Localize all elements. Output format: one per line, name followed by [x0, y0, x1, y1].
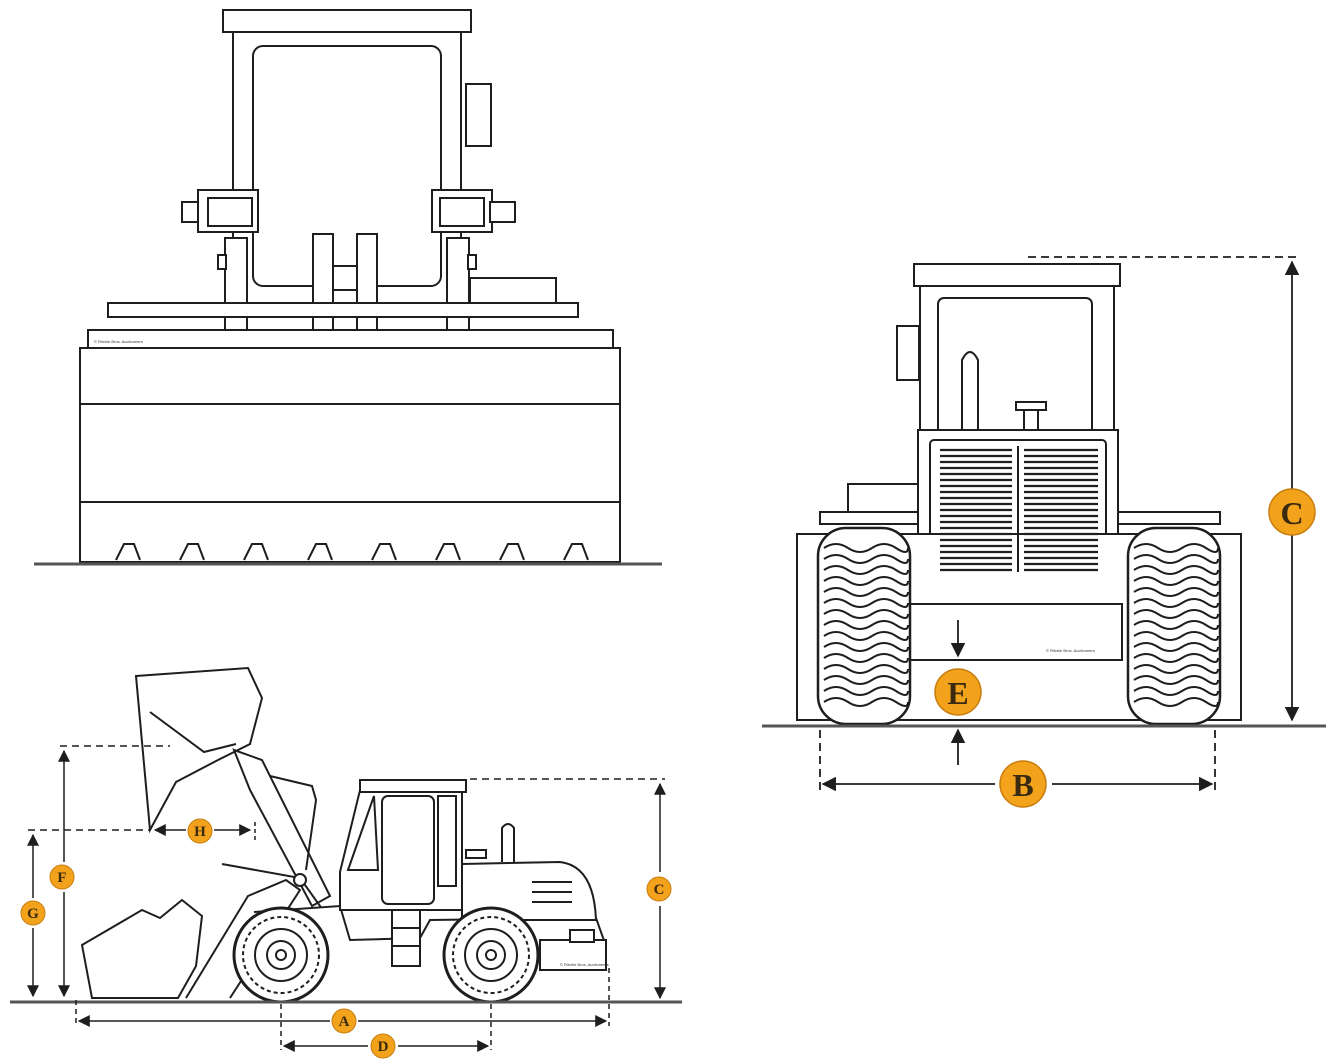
- badge-side-g: G: [20, 900, 46, 926]
- svg-text:A: A: [339, 1014, 350, 1030]
- side-dim-h: [153, 822, 256, 840]
- rear-dim-c: [1028, 256, 1300, 722]
- front-view: [79, 9, 621, 563]
- side-dim-a: [75, 968, 610, 1027]
- tire-tread: [1133, 642, 1219, 652]
- side-rear-wheel: [442, 906, 540, 1004]
- svg-text:G: G: [27, 906, 39, 922]
- side-watermark: © Ritchie Bros. Auctioneers: [560, 962, 609, 967]
- svg-text:H: H: [194, 824, 206, 840]
- tire-tread: [1133, 554, 1219, 564]
- tire-tread: [1133, 609, 1219, 619]
- tire-tread: [823, 587, 909, 597]
- front-right-light: [431, 189, 516, 233]
- tire-tread: [823, 675, 909, 685]
- front-watermark: © Ritchie Bros. Auctioneers: [94, 339, 143, 344]
- tire-tread: [1133, 543, 1219, 553]
- svg-text:C: C: [1280, 495, 1303, 531]
- tire-tread: [1133, 664, 1219, 674]
- side-dim-c: [470, 778, 666, 1000]
- tire-tread: [1133, 653, 1219, 663]
- tire-tread: [1133, 686, 1219, 696]
- tire-tread: [1133, 576, 1219, 586]
- tire-tread: [823, 642, 909, 652]
- tire-tread: [823, 686, 909, 696]
- rear-dim-b: [819, 730, 1216, 795]
- tire-tread: [823, 609, 909, 619]
- tire-tread: [1133, 587, 1219, 597]
- tire-tread: [823, 598, 909, 608]
- side-dim-d: [280, 1004, 492, 1052]
- tire-tread: [823, 565, 909, 575]
- tire-tread: [1133, 631, 1219, 641]
- badge-rear-c: C: [1268, 488, 1316, 536]
- badge-rear-b: B: [999, 760, 1047, 808]
- tire-tread: [1133, 565, 1219, 575]
- rear-grille-slats: [940, 448, 1098, 572]
- badge-side-c: C: [646, 876, 672, 902]
- tire-tread: [823, 620, 909, 630]
- side-front-wheel: [232, 906, 330, 1004]
- tire-tread: [1133, 620, 1219, 630]
- bucket-teeth: [115, 543, 589, 561]
- front-left-light: [181, 189, 259, 233]
- badge-side-h: H: [187, 818, 213, 844]
- tire-tread: [1133, 598, 1219, 608]
- rear-left-tire: [816, 526, 912, 726]
- tire-tread: [823, 576, 909, 586]
- tire-tread: [823, 631, 909, 641]
- svg-text:D: D: [378, 1039, 389, 1055]
- side-dim-g: [27, 829, 150, 998]
- tire-tread: [823, 543, 909, 553]
- svg-text:F: F: [57, 870, 66, 886]
- tire-tread: [823, 664, 909, 674]
- tire-tread: [1133, 697, 1219, 707]
- side-dim-f: [58, 745, 170, 998]
- tire-tread: [1133, 675, 1219, 685]
- rear-right-tire: [1126, 526, 1222, 726]
- badge-rear-e: E: [934, 668, 982, 716]
- svg-text:E: E: [947, 675, 968, 711]
- tire-tread: [823, 697, 909, 707]
- tire-tread: [823, 554, 909, 564]
- svg-text:B: B: [1012, 767, 1033, 803]
- badge-side-d: D: [370, 1033, 396, 1059]
- rear-watermark: © Ritchie Bros. Auctioneers: [1046, 648, 1095, 653]
- svg-text:C: C: [654, 882, 665, 898]
- tire-tread: [823, 653, 909, 663]
- badge-side-a: A: [331, 1008, 357, 1034]
- badge-side-f: F: [49, 864, 75, 890]
